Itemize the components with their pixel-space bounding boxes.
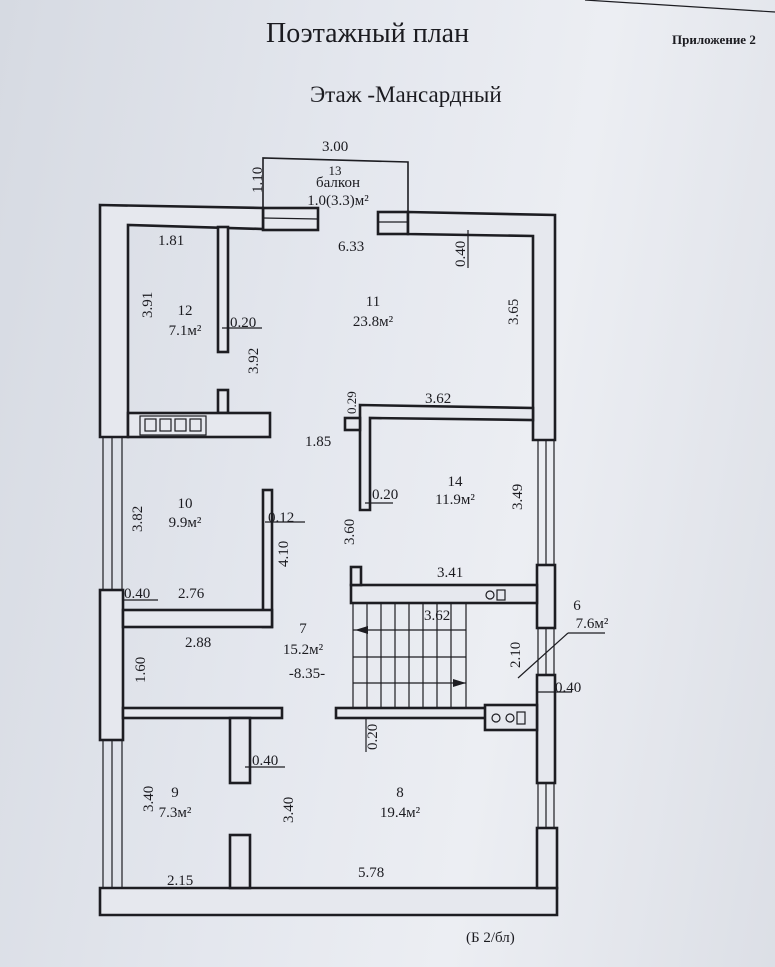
outer-walls	[98, 203, 559, 917]
dim-text: 0.12	[268, 510, 294, 526]
dim-text: 0.20	[230, 315, 256, 331]
dim-text: 0.40	[555, 680, 581, 696]
interior-walls	[121, 225, 539, 890]
room-area: 9.9м²	[169, 515, 202, 531]
staircase	[352, 602, 605, 709]
dim-text: 6.33	[338, 239, 364, 255]
sink-icon	[485, 590, 495, 600]
dim-text: 2.76	[178, 586, 205, 602]
dim-text: 0.20	[372, 487, 398, 503]
dim-text: 0.40	[252, 753, 278, 769]
room-area: 7.3м²	[159, 805, 192, 821]
dim-text: 3.62	[425, 391, 451, 407]
dim-text: 1.85	[305, 434, 331, 450]
arrow-right-icon	[453, 679, 466, 687]
dim-text: 3.60	[342, 519, 358, 545]
room-area: 23.8м²	[353, 314, 394, 330]
dim-text: 5.78	[358, 865, 384, 881]
dim-text: 3.91	[140, 292, 156, 318]
dim-text: 3.49	[510, 484, 526, 510]
dim-text: 3.82	[130, 506, 146, 532]
room-level-mark: -8.35-	[289, 666, 325, 682]
dim-text: 3.41	[437, 565, 463, 581]
room-number: 12	[178, 303, 193, 319]
dim-text: 1.60	[133, 657, 149, 683]
dim-text: 3.65	[506, 299, 522, 325]
dimension-labels: 3.00 1.10 1.81 3.91 0.20 3.92 6.33 0.40 …	[124, 139, 581, 889]
plan-title: Поэтажный план	[266, 18, 469, 49]
stove-icon	[491, 711, 526, 725]
dim-text: 0.20	[365, 724, 381, 750]
dim-text: 2.15	[167, 873, 193, 889]
room-name: балкон	[316, 175, 360, 191]
room-number: 14	[448, 474, 464, 490]
arrow-left-icon	[355, 626, 368, 634]
room-number: 7	[299, 621, 307, 637]
room-number: 8	[396, 785, 404, 801]
dim-text: 2.88	[185, 635, 211, 651]
dim-text: 3.92	[246, 348, 262, 374]
dim-text: 3.62	[424, 608, 450, 624]
room-labels: 13 балкон 1.0(3.3)м² 12 7.1м² 11 23.8м² …	[159, 163, 609, 821]
room-area: 1.0(3.3)м²	[307, 193, 369, 209]
appendix-label: Приложение 2	[672, 32, 756, 47]
room-number: 11	[366, 294, 380, 310]
dim-text: 0.40	[124, 586, 150, 602]
dim-text: 2.10	[508, 642, 524, 668]
ventilation-ducts-icon	[139, 415, 207, 436]
room-number: 10	[178, 496, 193, 512]
room-number: 9	[171, 785, 179, 801]
dim-text: 3.40	[281, 797, 297, 823]
room-area: 15.2м²	[283, 642, 324, 658]
dim-text: 0.40	[453, 241, 469, 267]
room-area: 7.1м²	[169, 323, 202, 339]
sheet-code: (Б 2/бл)	[466, 930, 515, 946]
room-area: 11.9м²	[435, 492, 475, 508]
dim-text: 1.81	[158, 233, 184, 249]
room-number: 13	[329, 163, 342, 178]
room-area: 19.4м²	[380, 805, 421, 821]
dim-text: 0.29	[344, 391, 359, 414]
floor-label: Этаж -Мансардный	[310, 82, 502, 107]
dim-text: 3.00	[322, 139, 348, 155]
paper-edge	[584, 0, 775, 13]
room-number: 6	[573, 598, 581, 614]
dim-text: 1.10	[250, 167, 266, 193]
room-area: 7.6м²	[576, 616, 609, 632]
dim-text: 3.40	[141, 786, 157, 812]
dim-text: 4.10	[276, 541, 292, 567]
windows	[102, 436, 555, 889]
dimension-leaders	[122, 230, 572, 768]
balcony	[261, 157, 410, 236]
